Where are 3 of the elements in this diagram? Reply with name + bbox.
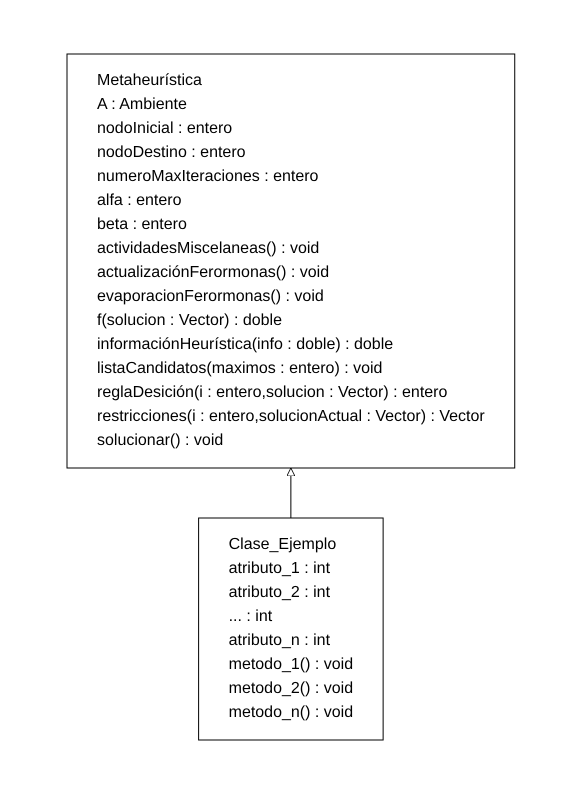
arrow bbox=[286, 468, 296, 518]
node-box: Clase_Ejemplo atributo_1 : int atributo_2 : int ... : int atributo_n : int metodo_1() : void metodo_2() : void metodo_n() : void bbox=[198, 518, 384, 740]
node-box: Metaheurística A : Ambiente nodoInicial : entero nodoDestino : entero numeroMaxIteraciones : entero alfa : entero beta : entero actividadesMiscelaneas() : void actualizaciónFerormonas() : void evaporacionFerormonas() : void f(solucion : Vector) : doble informaciónHeurística(info : doble) : doble listaCandidatos(maximos : entero) : void reglaDesición(i : entero,solucion : Vector) : entero restricciones(i : entero,solucionActual : Vector) : Vector solucionar() : void bbox=[66, 54, 516, 468]
